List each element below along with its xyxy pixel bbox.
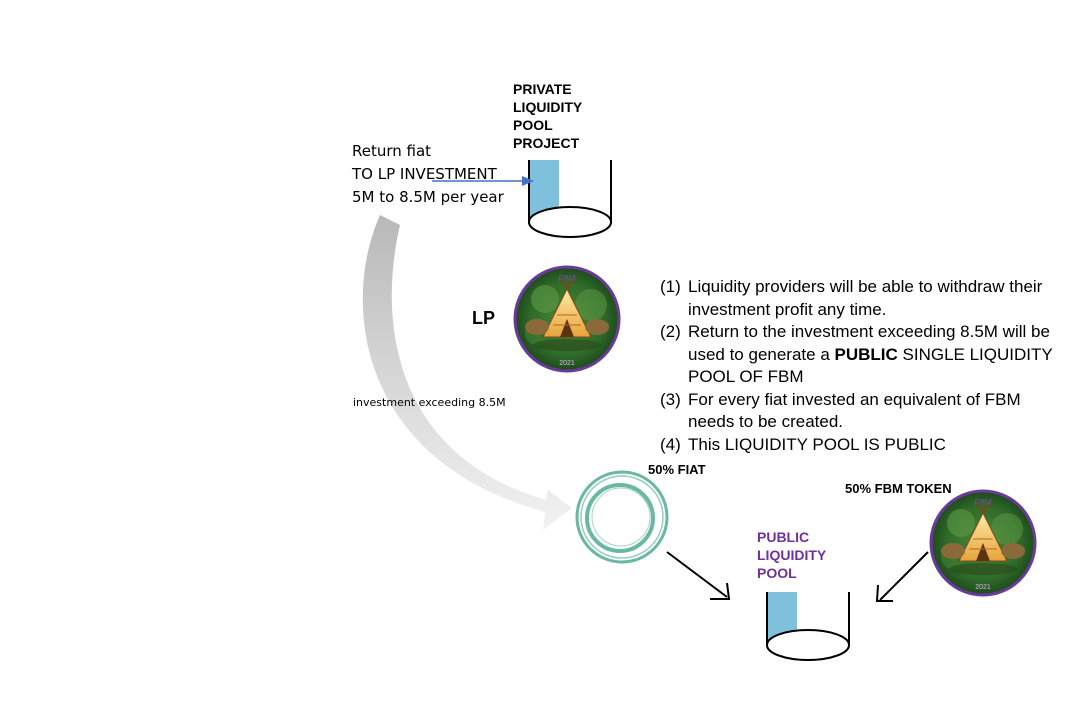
curved-arrow <box>362 215 572 530</box>
note-text-part: SINGLE LIQUIDITY POOL OF FBM <box>688 344 1053 387</box>
return-fiat-text: Return fiat TO LP INVESTMENT 5M to 8.5M … <box>352 142 504 206</box>
private-pool-title: PRIVATE LIQUIDITY POOL PROJECT <box>513 81 583 151</box>
lp-logo: FBM 2021 <box>513 265 621 373</box>
fbm-logo-bottom-text: 2021 <box>975 584 991 591</box>
fbm-token-logo: FBM 2021 <box>929 489 1037 597</box>
note-text-part: Return to the investment exceeding 8.5M … <box>688 322 1050 364</box>
fiat-coin <box>575 470 669 564</box>
notes-list: (1) Liquidity providers will be able to … <box>660 276 1060 456</box>
note-number: (1) <box>660 277 681 296</box>
note-text: Return to the investment exceeding 8.5M … <box>688 321 1060 389</box>
public-pool-container <box>766 592 850 661</box>
lp-logo-bottom-text: 2021 <box>559 360 575 367</box>
public-pool-title: PUBLIC LIQUIDITY POOL <box>757 529 827 581</box>
note-text: This LIQUIDITY POOL IS PUBLIC <box>688 434 946 454</box>
note-item: (3) For every fiat invested an equivalen… <box>660 389 1060 434</box>
note-item: (4) This LIQUIDITY POOL IS PUBLIC <box>660 434 1060 457</box>
lp-logo-top-text: FBM <box>559 274 576 283</box>
note-text: Liquidity providers will be able to with… <box>688 277 1043 319</box>
note-text-bold: PUBLIC <box>834 344 898 364</box>
fbm-logo-top-text: FBM <box>975 498 992 507</box>
note-number: (4) <box>660 434 681 454</box>
investment-exceeding-label: investment exceeding 8.5M <box>353 396 506 409</box>
note-number: (2) <box>660 322 681 341</box>
note-number: (3) <box>660 389 681 409</box>
fbm-to-pool-arrow <box>875 551 929 602</box>
fiat-label: 50% FIAT <box>648 462 706 477</box>
note-item: (1) Liquidity providers will be able to … <box>660 276 1060 321</box>
return-arrow <box>432 176 534 186</box>
private-pool-container <box>528 160 612 238</box>
fiat-to-pool-arrow <box>666 551 731 600</box>
note-item: (2) Return to the investment exceeding 8… <box>660 321 1060 389</box>
note-text: For every fiat invested an equivalent of… <box>688 389 1021 432</box>
lp-label: LP <box>472 308 496 328</box>
fbm-token-label: 50% FBM TOKEN <box>845 481 952 496</box>
